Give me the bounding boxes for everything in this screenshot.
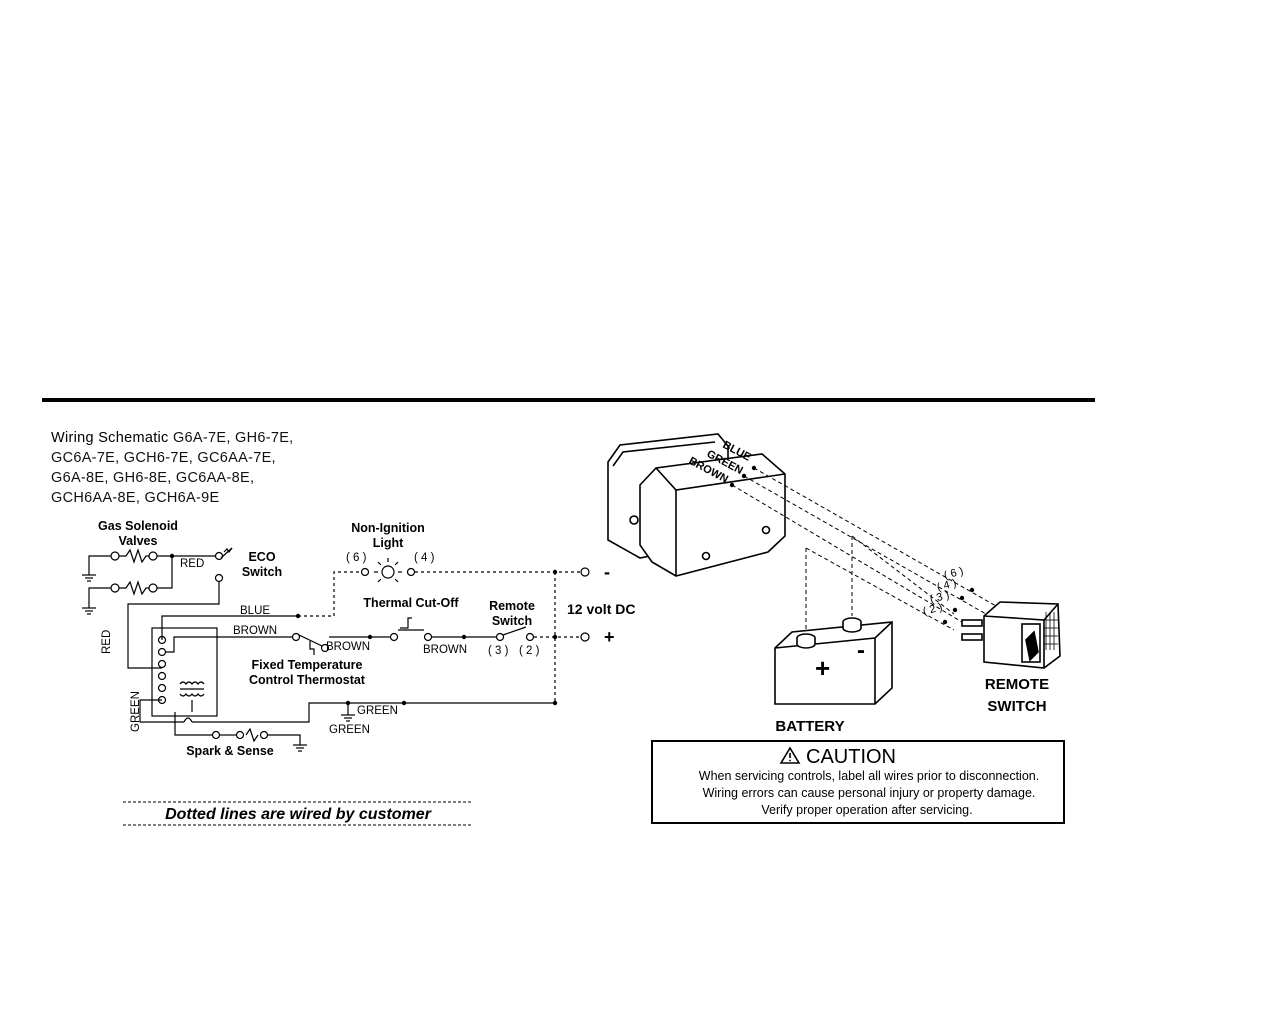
terminal-2: ( 2 ) bbox=[519, 645, 540, 657]
warning-triangle-icon bbox=[779, 746, 801, 764]
eco-switch-label-2: Switch bbox=[242, 565, 282, 579]
caution-line-1: When servicing controls, label all wires… bbox=[699, 769, 1039, 783]
terminal-6: ( 6 ) bbox=[346, 552, 367, 564]
volt-label: 12 volt DC bbox=[567, 601, 635, 617]
battery-minus: - bbox=[857, 637, 865, 664]
terminal-3: ( 3 ) bbox=[488, 645, 509, 657]
wire-green-side: GREEN bbox=[130, 691, 142, 732]
gas-solenoid-label-2: Valves bbox=[119, 534, 158, 548]
remote-switch-illustration bbox=[961, 601, 1061, 669]
non-ignition-label-1: Non-Ignition bbox=[351, 521, 425, 535]
model-line-3: G6A-8E, GH6-8E, GC6AA-8E, bbox=[51, 470, 255, 486]
battery-label: BATTERY bbox=[775, 718, 844, 735]
thermostat-label-2: Control Thermostat bbox=[249, 673, 366, 687]
caution-box bbox=[651, 740, 1065, 824]
wire-brown-3: BROWN bbox=[423, 644, 467, 656]
caution-title: CAUTION bbox=[806, 746, 896, 768]
eco-switch-label-1: ECO bbox=[248, 550, 275, 564]
thermostat-label-1: Fixed Temperature bbox=[252, 658, 363, 672]
control-module-illustration bbox=[607, 433, 786, 577]
illus-pin-6: ( 6 ) bbox=[943, 565, 965, 582]
schematic-title-lead: Wiring Schematic bbox=[51, 430, 169, 446]
schematic-title: Wiring Schematic G6A-7E, GH6-7E, GC6A-7E… bbox=[51, 428, 294, 508]
illustration-pin-dots bbox=[729, 465, 975, 625]
model-line-4: GCH6AA-8E, GCH6A-9E bbox=[51, 490, 220, 506]
spark-sense-label: Spark & Sense bbox=[186, 744, 274, 758]
wire-brown-2: BROWN bbox=[326, 641, 370, 653]
non-ignition-label-2: Light bbox=[373, 536, 404, 550]
wire-green-1: GREEN bbox=[357, 705, 398, 717]
terminal-4: ( 4 ) bbox=[414, 552, 435, 564]
plus-terminal: + bbox=[604, 627, 615, 647]
customer-wiring-note: Dotted lines are wired by customer bbox=[165, 806, 432, 823]
illus-pin-4: ( 4 ) bbox=[936, 577, 958, 594]
model-line-2: GC6A-7E, GCH6-7E, GC6AA-7E, bbox=[51, 450, 276, 466]
remote-switch-label-2: Switch bbox=[492, 614, 532, 628]
illus-pin-3: ( 3 ) bbox=[929, 589, 951, 606]
junction-dots bbox=[169, 553, 558, 706]
remote-switch-illus-label-2: SWITCH bbox=[987, 698, 1046, 715]
wire-brown-1: BROWN bbox=[233, 625, 277, 637]
illus-pin-2: ( 2 ) bbox=[922, 601, 944, 618]
wire-red-side: RED bbox=[101, 630, 113, 654]
wire-red-top: RED bbox=[180, 558, 204, 570]
minus-terminal: - bbox=[604, 562, 610, 582]
illustration-wires bbox=[731, 467, 997, 646]
gas-solenoid-label-1: Gas Solenoid bbox=[98, 519, 178, 533]
caution-line-2: Wiring errors can cause personal injury … bbox=[703, 786, 1036, 800]
wire-green-2: GREEN bbox=[329, 724, 370, 736]
remote-switch-label-1: Remote bbox=[489, 599, 535, 613]
caution-line-3: Verify proper operation after servicing. bbox=[761, 803, 972, 817]
model-line-1: G6A-7E, GH6-7E, bbox=[172, 430, 294, 446]
remote-switch-illus-label-1: REMOTE bbox=[985, 676, 1049, 693]
thermal-cutoff-label: Thermal Cut-Off bbox=[363, 596, 459, 610]
wire-blue: BLUE bbox=[240, 605, 270, 617]
battery-plus: + bbox=[815, 653, 830, 683]
schematic-wiring bbox=[82, 547, 590, 752]
battery-illustration bbox=[774, 617, 893, 705]
